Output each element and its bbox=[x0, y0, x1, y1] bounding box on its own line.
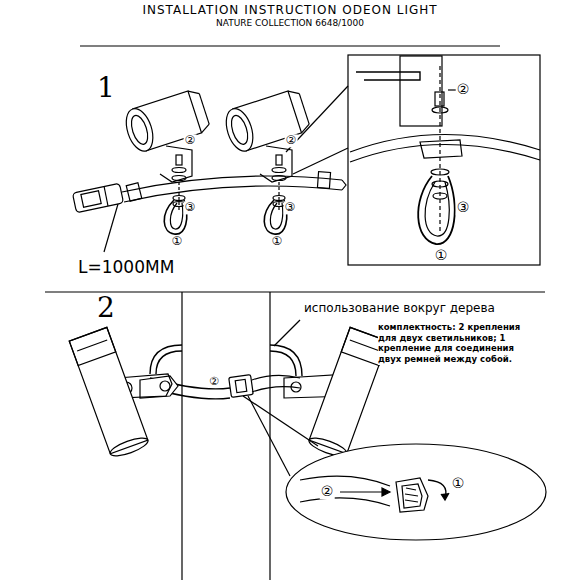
step-number: 2 bbox=[97, 293, 115, 324]
note: комплектность: 2 крепления для двух свет… bbox=[378, 322, 538, 365]
note: использование вокруг дерева bbox=[304, 302, 495, 315]
callout-number: ② bbox=[320, 484, 335, 499]
callout-number: ③ bbox=[284, 201, 297, 214]
strap bbox=[72, 172, 346, 252]
subtitle: NATURE COLLECTION 6648/1000 bbox=[216, 19, 364, 29]
callout-number: ① bbox=[434, 248, 449, 263]
detail-inset bbox=[286, 55, 540, 265]
lamp bbox=[270, 327, 388, 459]
leader-line bbox=[274, 320, 300, 346]
callout-number: ① bbox=[271, 235, 284, 248]
callout-number: ① bbox=[451, 476, 466, 491]
step-number: 1 bbox=[97, 73, 115, 104]
callout-number: ② bbox=[285, 134, 298, 147]
callout-number: ② bbox=[208, 376, 220, 388]
title: INSTALLATION INSTRUCTION ODEON LIGHT bbox=[142, 4, 437, 17]
zoom-detail bbox=[286, 444, 546, 540]
callout-number: ① bbox=[171, 235, 184, 248]
rule bbox=[80, 45, 500, 46]
callout-number: ② bbox=[184, 134, 197, 147]
callout-number: ③ bbox=[184, 201, 197, 214]
lamp bbox=[69, 327, 182, 459]
lamp bbox=[121, 88, 211, 234]
dimension: L=1000MM bbox=[78, 258, 174, 277]
callout-number: ③ bbox=[456, 200, 471, 215]
tree-trunk bbox=[182, 292, 270, 580]
lamp bbox=[221, 88, 311, 234]
rule bbox=[45, 291, 545, 292]
callout-number: ② bbox=[456, 82, 471, 97]
